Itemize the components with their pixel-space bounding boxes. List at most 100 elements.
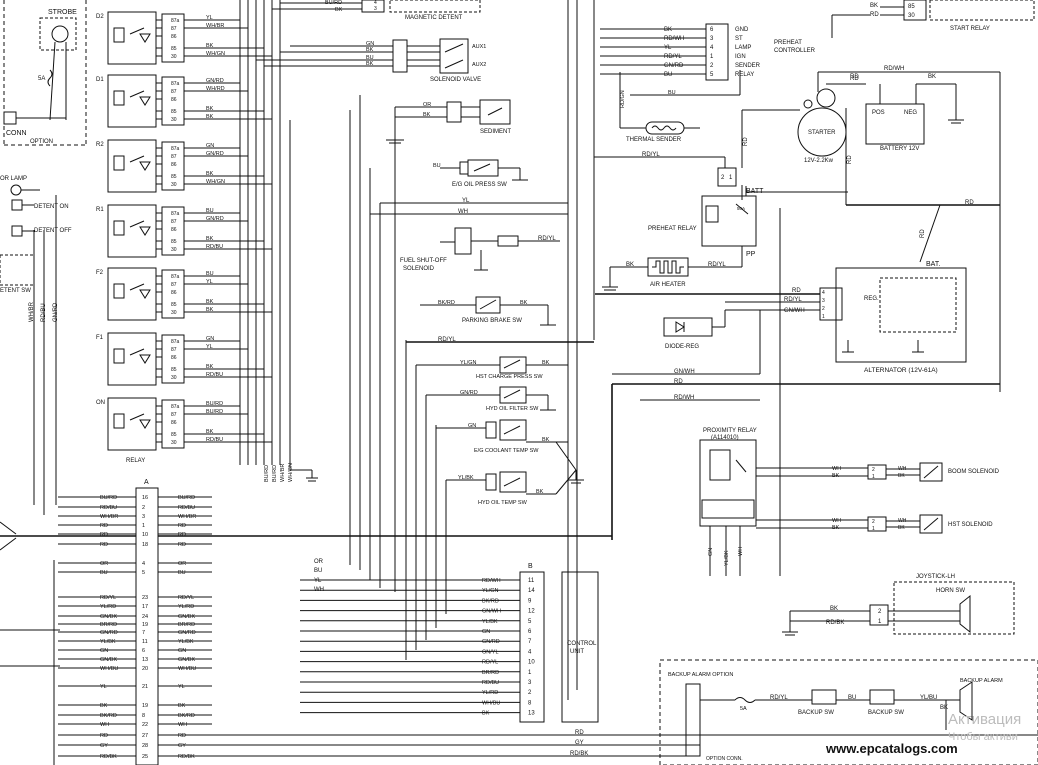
sr-pin-2: 30	[908, 13, 915, 19]
conn-b-pin: 2	[528, 690, 532, 696]
watermark-activation-2: Чтобы активи	[948, 731, 1018, 743]
boom-pin-1: 2	[872, 467, 875, 473]
middle-wire-bus: GN/WH RD RD/WH	[611, 208, 1000, 576]
conn-a-pin: 1	[142, 523, 145, 529]
conn-a-left-wire: WH/BR	[100, 514, 118, 520]
bottom-wire-rd: RD	[575, 730, 584, 736]
pc-wire: RD/YL	[664, 54, 682, 60]
relay-vwire-1: BU/RD	[264, 465, 270, 482]
prox-vwire-2: YL/BK	[724, 550, 730, 566]
conn-a-pin: 16	[142, 495, 148, 501]
relay-pin-label: 85	[171, 109, 177, 115]
conn-a-left-wire: RD	[100, 542, 108, 548]
alternator: RD RD BAT. REG. 4 3 2 1 RD RD/YL GN/WH A…	[595, 200, 1000, 374]
starter-wire-2: RD/WH	[884, 66, 904, 72]
pc-pin: 5	[710, 72, 714, 78]
relay-pin-label: 85	[171, 302, 177, 308]
sediment-sensor: OR BK SEDIMENT	[386, 99, 511, 144]
watermark-site: www.epcatalogs.com	[825, 741, 958, 756]
relay-pin-label: 87a	[171, 404, 180, 410]
conn-b-wire: GN/YL	[482, 649, 499, 655]
lamp-icon	[10, 184, 22, 196]
conn-b-pin: 5	[528, 619, 532, 625]
relay-wire-label: GN/RD	[206, 151, 224, 157]
left-vwire-1: WH/BR	[29, 301, 35, 322]
conn-a-pin: 25	[142, 754, 148, 760]
pc-wire: RD/WH	[664, 36, 684, 42]
pc-label: IGN	[735, 54, 746, 60]
pc-label: RELAY	[735, 72, 754, 78]
conn-a-left-wire: OR	[100, 561, 108, 567]
hst-pin-1: 2	[872, 519, 875, 525]
alt-bat: BAT.	[926, 261, 940, 268]
conn-a-left-wire: WH	[100, 722, 109, 728]
relay-wire-label: GN	[206, 336, 214, 342]
conn-a-pin: 19	[142, 703, 148, 709]
relay-wire-label: BK	[206, 114, 214, 120]
conn-a-right-wire: WH/BU	[178, 666, 196, 672]
relay-pin-label: 86	[171, 355, 177, 361]
pb-wire-2: BK	[520, 300, 528, 306]
yl-wire-label: YL	[462, 198, 470, 204]
relay-caption: RELAY	[126, 458, 145, 464]
conn-b-wire: RD/YL	[482, 660, 498, 666]
joystick-label: JOYSTICK-LH	[916, 574, 955, 580]
backup-wire-3: YL/BU	[920, 695, 937, 701]
conn-a-right-wire: RD	[178, 733, 186, 739]
relay-id: D1	[96, 77, 104, 83]
relay-pin-label: 30	[171, 117, 177, 123]
hyd-filter-label: HYD OIL FILTER SW	[486, 406, 539, 412]
prox-label-2: (A114010)	[711, 435, 739, 441]
battery-neg: NEG	[904, 110, 917, 116]
starter-wire-1: RD	[850, 76, 859, 82]
conn-b-pin: 12	[528, 609, 535, 615]
horn-sw-label: HORN SW	[936, 588, 965, 594]
conn-a-pin: 3	[142, 514, 145, 520]
conn-b-wire: BK	[482, 711, 490, 717]
pc-pin: 3	[710, 36, 714, 42]
pc-label: ST	[735, 36, 743, 42]
conn-a-left-wire: GN	[100, 648, 108, 654]
conn-b-wire: BR/RD	[482, 670, 499, 676]
boom-solenoid: WH BK 2 1 WH BK BOOM SOLENOID	[832, 462, 1000, 482]
left-vwire-3: GN/RD	[53, 302, 59, 322]
alternator-label: ALTERNATOR (12V-61A)	[864, 367, 938, 374]
coolant-label: E/G COOLANT TEMP SW	[474, 448, 539, 454]
alt-wire-2: RD/YL	[784, 297, 802, 303]
solenoid-valve-label: SOLENOID VALVE	[430, 77, 481, 83]
conn-a-left-wire: YL/BK	[100, 639, 116, 645]
relay-pin-label: 86	[171, 34, 177, 40]
conn-a-pin: 7	[142, 630, 145, 636]
joy-pin-1: 2	[878, 609, 882, 615]
relay-wire-label: YL	[206, 344, 213, 350]
gn-wh-label: GN/WH	[674, 369, 695, 375]
sv-wire-2: BK	[366, 47, 374, 53]
conn-b-pin: 13	[528, 711, 535, 717]
conn-b-wire: RD/WH	[482, 578, 501, 584]
pc-pin: 1	[710, 54, 714, 60]
detent-off-label: DETENT OFF	[34, 228, 72, 234]
conn-a-pin: 13	[142, 657, 148, 663]
preheat-relay-label: PREHEAT RELAY	[648, 226, 697, 232]
sr-wire-2: RD	[870, 12, 879, 18]
conn-a-left-wire: GN/BK	[100, 614, 117, 620]
relay-pin-label: 87a	[171, 211, 180, 217]
middle-harness	[349, 0, 595, 700]
conn-a-right-wire: GY	[178, 743, 186, 749]
preheat-pin-2: 1	[729, 175, 733, 181]
wh-wire-label: WH	[458, 209, 468, 215]
relay-pin-label: 87	[171, 347, 177, 353]
rd-yl-label: RD/YL	[438, 337, 456, 343]
relay-pin-label: 87	[171, 412, 177, 418]
conn-a-pin: 8	[142, 713, 145, 719]
relay-pin-label: 87	[171, 26, 177, 32]
control-unit-label-1: CONTROL	[567, 641, 597, 647]
relay-wire-label: RD/BU	[206, 244, 223, 250]
detent-sw-label: ETENT SW	[0, 288, 31, 294]
hyd-oil-temp-switch: YL/BK BK HYD OIL TEMP SW	[446, 441, 584, 506]
